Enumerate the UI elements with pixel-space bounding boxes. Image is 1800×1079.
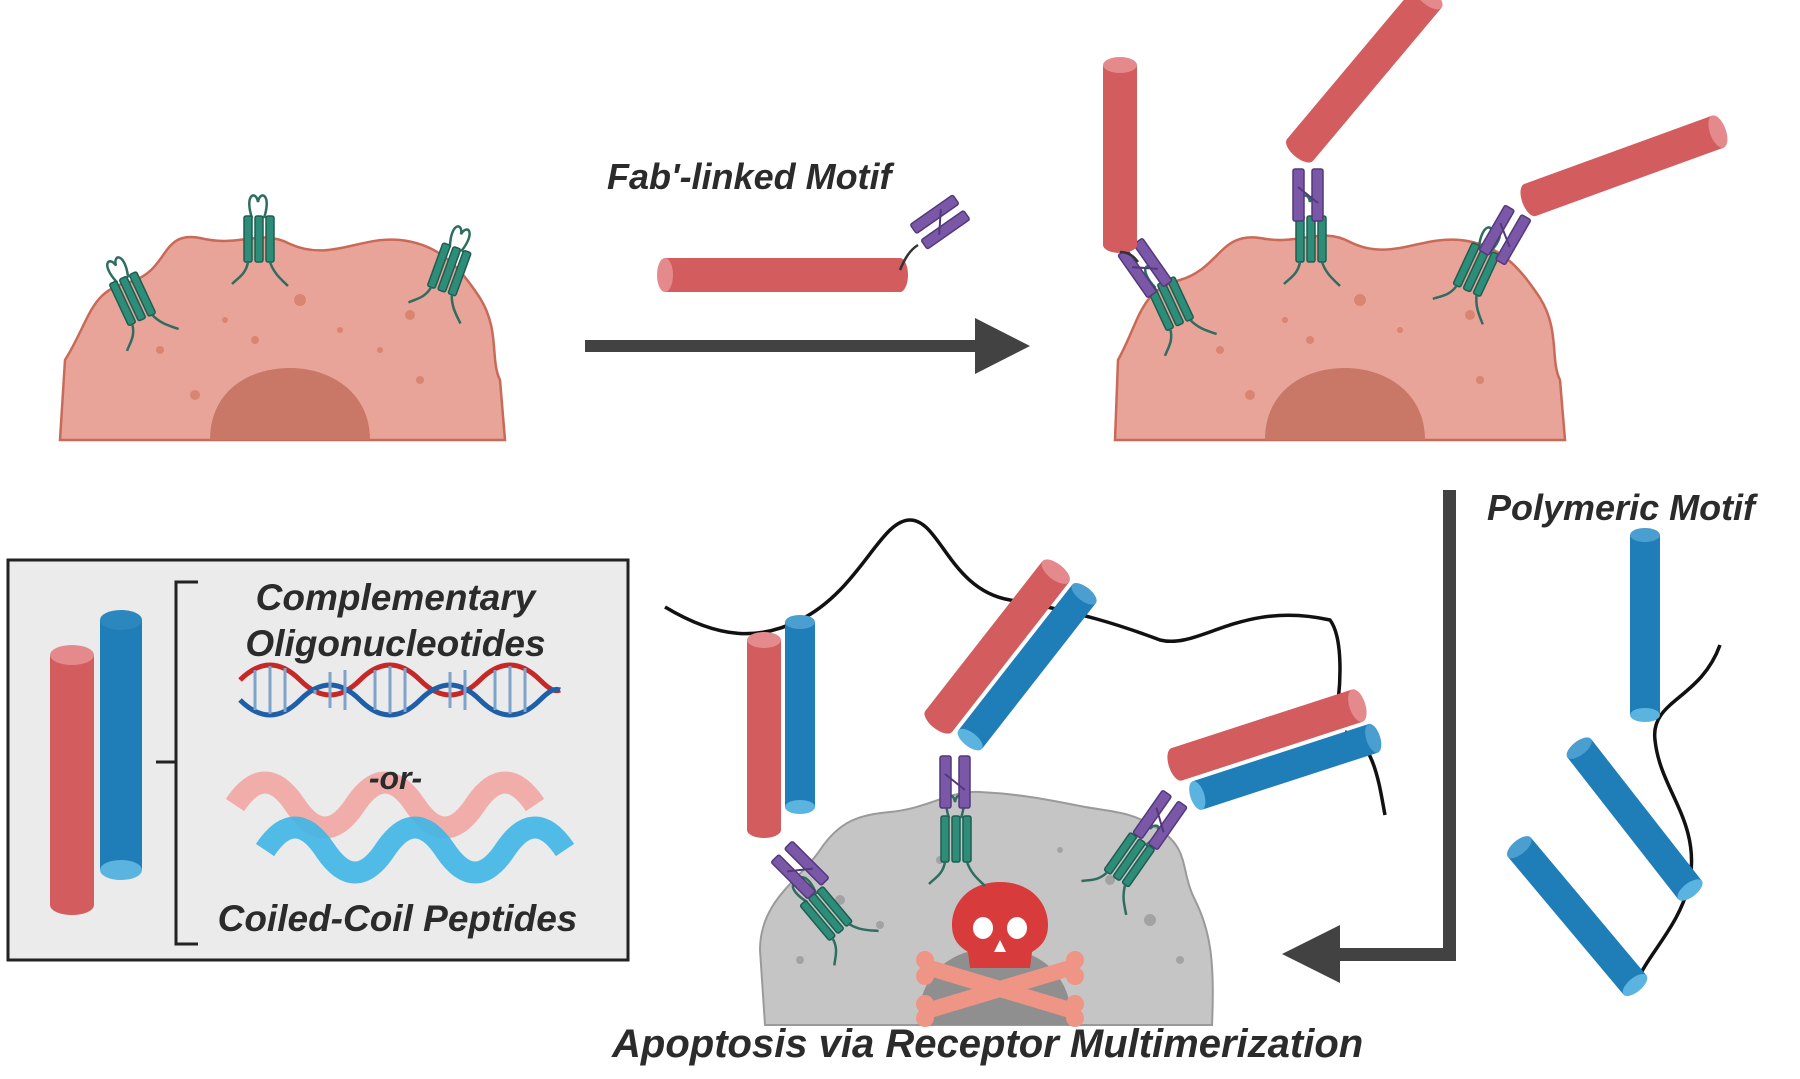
legend-alternative: Coiled-Coil Peptides bbox=[217, 898, 578, 939]
red-strand-cylinder bbox=[1520, 115, 1728, 217]
fab-fragment bbox=[1292, 168, 1324, 222]
skull-crossbones-icon bbox=[916, 882, 1084, 1027]
strand-pair bbox=[924, 559, 1097, 751]
apoptotic-cell bbox=[758, 755, 1214, 1027]
red-strand-cylinder bbox=[50, 645, 94, 915]
dna-helix-icon bbox=[238, 662, 561, 718]
legend-box bbox=[6, 558, 630, 962]
strand-pair bbox=[1167, 689, 1382, 810]
arrow-elbow-left bbox=[1282, 490, 1456, 983]
apoptosis-caption: Apoptosis via Receptor Multimerization bbox=[612, 1022, 1364, 1066]
blue-strand-cylinder bbox=[100, 610, 142, 880]
polymeric-motif-label: Polymeric Motif bbox=[1487, 487, 1756, 528]
red-strand-cylinder bbox=[1103, 57, 1137, 253]
red-strand-cylinder bbox=[1285, 0, 1443, 163]
fab-motif-label: Fab'-linked Motif bbox=[607, 156, 892, 197]
legend-title-line2: Oligonucleotides bbox=[245, 623, 546, 664]
healthy-cell-left bbox=[58, 194, 507, 442]
healthy-cell-right bbox=[1103, 0, 1728, 442]
legend-separator: -or- bbox=[368, 760, 423, 796]
strand-pair bbox=[747, 615, 815, 838]
coiled-coil-icon bbox=[225, 771, 575, 884]
polymeric-motif bbox=[1503, 528, 1722, 1001]
legend-title-line1: Complementary bbox=[255, 577, 536, 618]
fab-linked-motif bbox=[657, 193, 971, 292]
arrow-right bbox=[585, 318, 1030, 374]
